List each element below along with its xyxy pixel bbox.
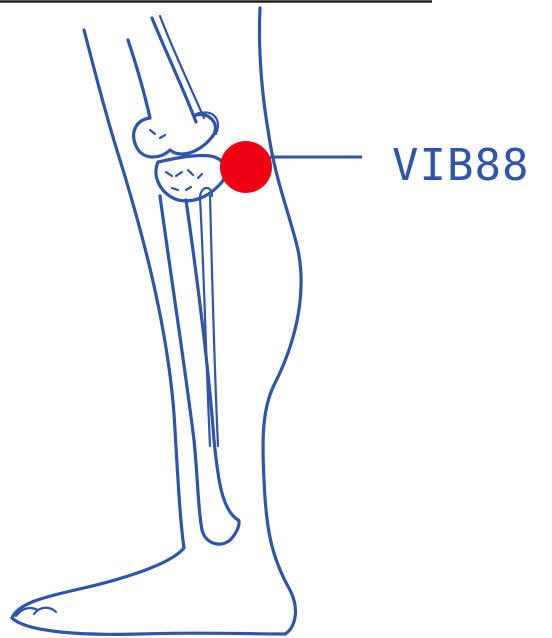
femur	[128, 16, 204, 122]
tibia	[160, 196, 239, 544]
anterior-leg-contour	[259, 8, 301, 634]
posterior-leg-contour	[12, 30, 184, 618]
tibial-plateau	[156, 155, 226, 200]
femur-inner-line	[160, 16, 204, 118]
sole-contour	[12, 618, 285, 634]
point-label: VIB88	[392, 140, 529, 191]
toes	[16, 608, 56, 616]
leg-outline	[12, 8, 301, 634]
femoral-condyle	[134, 114, 216, 157]
acupoint-marker	[220, 141, 272, 193]
femur-shaft-left	[128, 40, 150, 118]
femur-shaft-right	[152, 18, 196, 122]
knee-joint	[134, 112, 226, 200]
medial-malleolus	[202, 520, 239, 544]
tibia-back	[160, 196, 202, 530]
